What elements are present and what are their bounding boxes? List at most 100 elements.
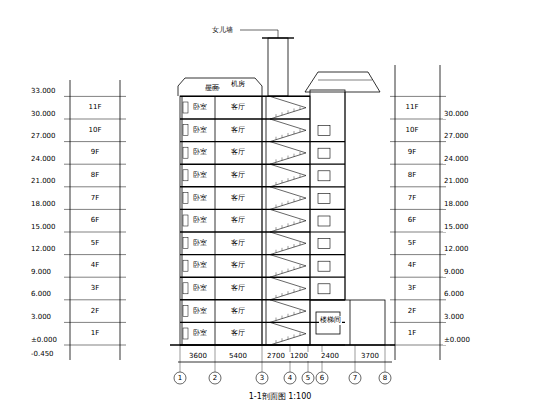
floor-label: 7F (407, 194, 417, 203)
floor-label: 3F (407, 284, 417, 293)
stair-step (282, 270, 283, 273)
stair-step (300, 197, 301, 200)
ruler-tick (390, 277, 446, 278)
elevation-text: 12.000 (30, 245, 57, 254)
stair-step (282, 225, 283, 228)
floor-label: 6F (90, 216, 100, 225)
floor-slab (310, 209, 345, 210)
stair-step (276, 272, 277, 275)
room-name: 客厅 (230, 307, 246, 316)
floor-slab (180, 209, 310, 210)
stair-step (300, 310, 301, 313)
dimension-text: 2700 (266, 352, 286, 361)
stair-step (300, 287, 301, 290)
window (183, 102, 188, 113)
room-name: 客厅 (230, 103, 246, 112)
floor-label: 6F (407, 216, 417, 225)
axis-line (355, 345, 356, 372)
stair-step (282, 293, 283, 296)
stair-flight (270, 255, 306, 278)
floor-slab (180, 254, 310, 255)
axis-line (262, 345, 263, 372)
stair-step (276, 182, 277, 185)
stair-flight (270, 322, 306, 345)
floor-slab (310, 299, 345, 300)
annotation-label: 机房 (230, 80, 246, 89)
room-name: 卧室 (192, 194, 208, 203)
floor-slab (180, 141, 310, 142)
stair-flight (270, 300, 306, 323)
stair-step (282, 112, 283, 115)
ruler-tick (390, 164, 446, 165)
annotation-label: 女儿墙 (211, 26, 234, 35)
room-name: 客厅 (230, 284, 246, 293)
room-name: 卧室 (192, 284, 208, 293)
stair-step (282, 338, 283, 341)
axis-number: 8 (382, 374, 388, 383)
window (183, 328, 188, 339)
dimension-text: 5400 (228, 352, 248, 361)
stair-step (282, 203, 283, 206)
stair-step (276, 137, 277, 140)
floor-slab (310, 186, 345, 187)
floor-label: 4F (407, 261, 417, 270)
stair-step (288, 133, 289, 136)
elevation-text: 3.000 (443, 313, 465, 322)
room-name: 卧室 (192, 307, 208, 316)
ruler-tick (64, 186, 126, 187)
floor-label: 2F (407, 307, 417, 316)
dimension-text: 3700 (360, 352, 380, 361)
elevation-text: 21.000 (30, 177, 57, 186)
floor-slab (310, 344, 345, 345)
floor-slab (310, 277, 345, 278)
stair-flight (270, 187, 306, 210)
window (318, 261, 330, 271)
ruler-tick (390, 232, 446, 233)
floor-slab (180, 118, 310, 119)
axis-bubble (209, 372, 221, 384)
axis-number: 屋面 (204, 84, 220, 93)
stair-step (300, 174, 301, 177)
floor-label: 5F (407, 239, 417, 248)
axis-bubble (379, 372, 391, 384)
elevation-text: 15.000 (30, 223, 57, 232)
stair-step (282, 157, 283, 160)
stair-step (282, 316, 283, 319)
stair-step (294, 131, 295, 134)
window (183, 238, 188, 249)
elevation-text: 6.000 (30, 290, 52, 299)
axis-number: 2 (212, 374, 218, 383)
ruler-tick (390, 254, 446, 255)
axis-bubble (349, 372, 361, 384)
floor-label: 11F (405, 103, 420, 112)
axis-number: 6 (319, 374, 325, 383)
elevation-text: 24.000 (443, 155, 470, 164)
room-name: 卧室 (192, 148, 208, 157)
window (183, 305, 188, 316)
stair-flight (270, 96, 306, 119)
stair-step (288, 156, 289, 159)
floor-label: 5F (90, 239, 100, 248)
floor-label: 11F (88, 103, 103, 112)
floor-label: 2F (90, 307, 100, 316)
floor-slab (180, 163, 310, 164)
room-name: 客厅 (230, 171, 246, 180)
axis-bubble (316, 372, 328, 384)
ruler-tick (64, 322, 126, 323)
stair-step (294, 221, 295, 224)
stair-step (276, 250, 277, 253)
room-name: 卧室 (192, 171, 208, 180)
floor-slab (180, 344, 310, 345)
floor-label: 3F (90, 284, 100, 293)
axis-bubble (302, 372, 314, 384)
window (318, 171, 330, 181)
stair-step (288, 178, 289, 181)
stair-step (288, 201, 289, 204)
stair-flight (270, 119, 306, 142)
floor-label: 8F (90, 171, 100, 180)
axis-line (385, 345, 386, 372)
elevation-text: 27.000 (443, 132, 470, 141)
room-name: 卧室 (192, 329, 208, 338)
axis-number: 4 (287, 374, 293, 383)
room-name: 客厅 (230, 261, 246, 270)
